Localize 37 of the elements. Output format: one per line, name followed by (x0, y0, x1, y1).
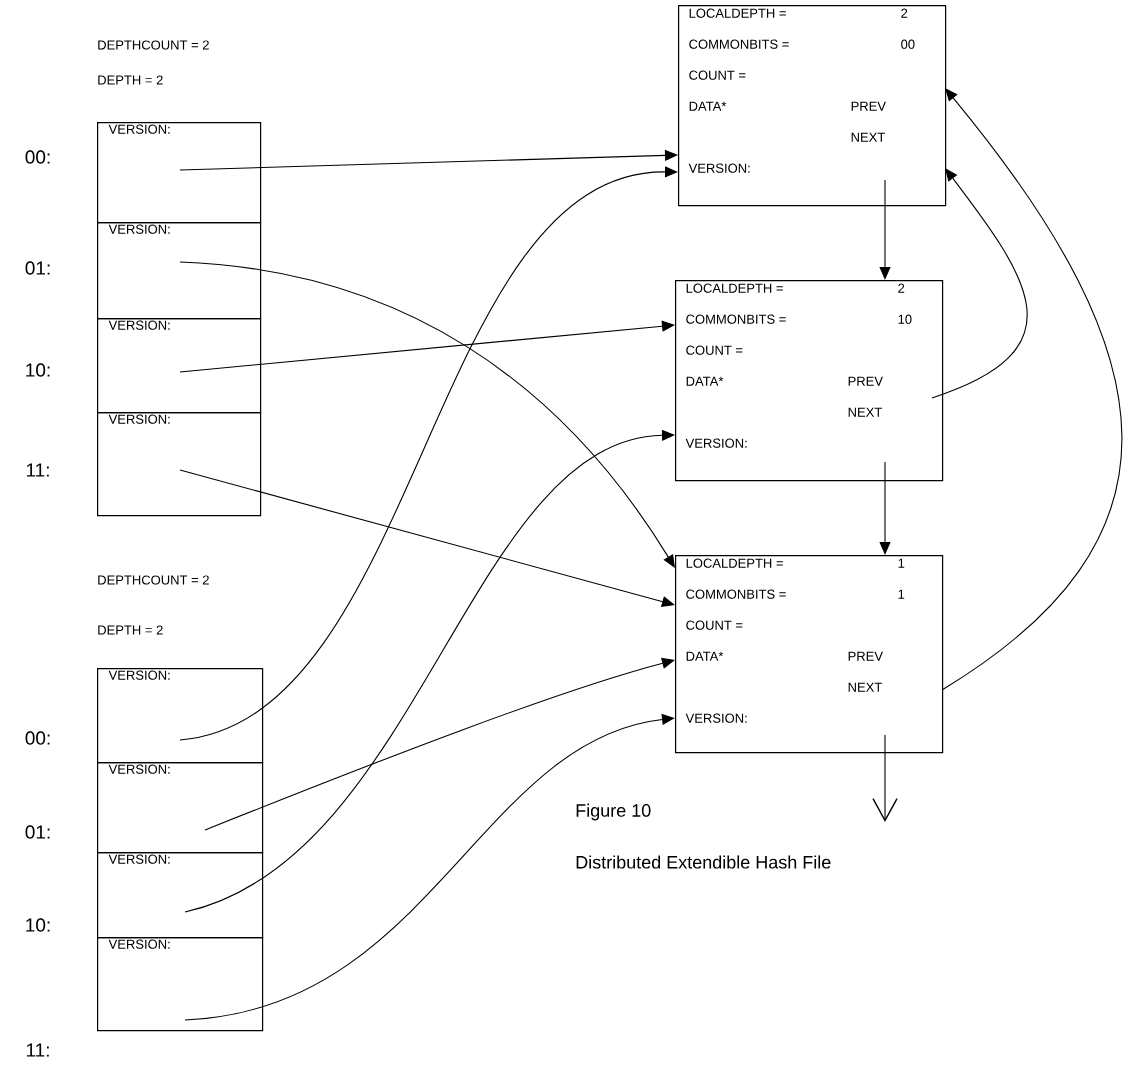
row-label: 00: (25, 731, 50, 745)
directory-cell: VERSION: (97, 668, 264, 764)
arrow (931, 168, 1028, 399)
bucket-box: LOCALDEPTH = 1 COMMONBITS = 1 COUNT = DATA* PREV NEXT VERSION: (675, 555, 944, 754)
directory-cell: VERSION: (97, 318, 262, 414)
arrow (179, 166, 678, 741)
row-label: 11: (26, 1043, 49, 1057)
directory-cell: VERSION: (97, 852, 264, 939)
arrow (204, 657, 675, 831)
header-text: DEPTH = 2 (98, 625, 163, 635)
caption-text: Figure 10 (576, 803, 651, 821)
header-text: DEPTH = 2 (98, 75, 163, 85)
arrow (872, 734, 898, 822)
arrow (179, 261, 675, 568)
arrow (184, 713, 675, 1021)
arrow (179, 320, 675, 373)
arrow (879, 461, 891, 555)
bucket-box: LOCALDEPTH = 2 COMMONBITS = 00 COUNT = DATA* PREV NEXT VERSION: (678, 5, 947, 207)
directory-cell: VERSION: (97, 412, 262, 517)
row-label: 00: (25, 150, 50, 164)
arrow (941, 88, 1123, 691)
arrow (879, 179, 891, 280)
row-label: 10: (26, 363, 50, 377)
directory-cell: VERSION: (97, 122, 262, 224)
row-label: 01: (25, 825, 50, 839)
row-label: 11: (26, 463, 49, 477)
row-label: 01: (25, 261, 50, 275)
caption-text: Distributed Extendible Hash File (576, 855, 831, 869)
arrow (184, 429, 675, 913)
directory-cell: VERSION: (97, 762, 264, 854)
row-label: 10: (26, 918, 50, 932)
directory-cell: VERSION: (97, 937, 264, 1032)
directory-cell: VERSION: (97, 222, 262, 320)
header-text: DEPTHCOUNT = 2 (98, 40, 209, 50)
bucket-box: LOCALDEPTH = 2 COMMONBITS = 10 COUNT = DATA* PREV NEXT VERSION: (675, 280, 944, 482)
header-text: DEPTHCOUNT = 2 (98, 575, 209, 585)
arrow (179, 149, 678, 171)
